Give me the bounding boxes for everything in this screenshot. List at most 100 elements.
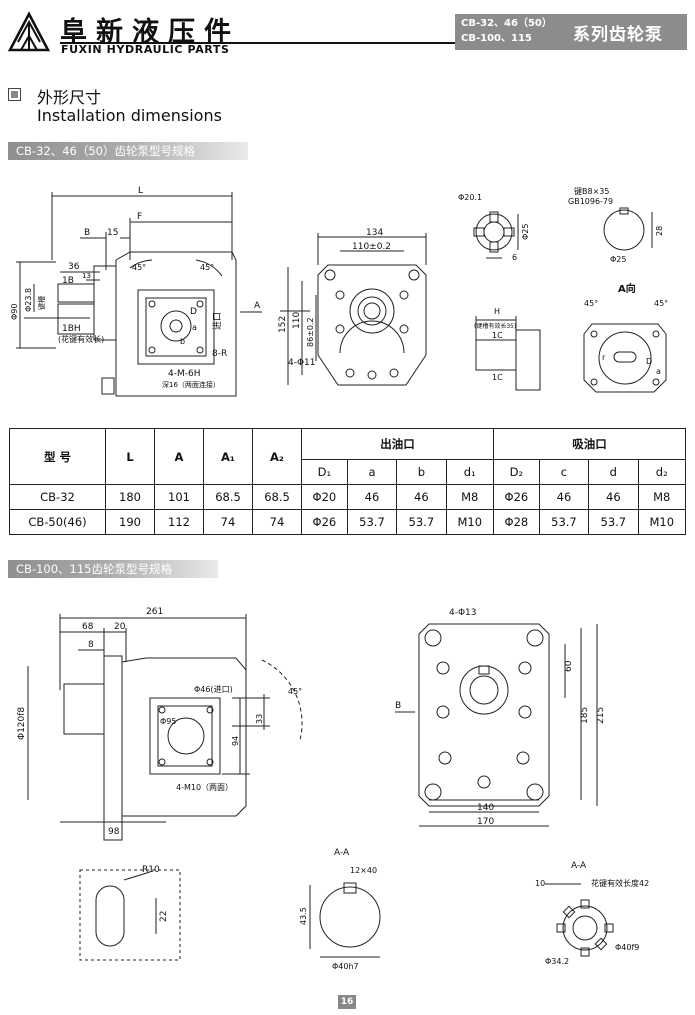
dim-20: 20 bbox=[114, 622, 126, 632]
label-a-view: a bbox=[656, 367, 661, 376]
drawing-cb100-front: 4-Φ13 60 185 215 140 170 B bbox=[395, 608, 606, 827]
view-A-title: A向 bbox=[618, 282, 636, 295]
spec-table: 型 号 L A A₁ A₂ 出油口 吸油口 D₁ a b d₁ D₂ c d d… bbox=[9, 428, 687, 535]
sub-b: b bbox=[396, 459, 447, 485]
cell: 53.7 bbox=[538, 509, 590, 535]
angle-45: 45° bbox=[288, 687, 302, 696]
dim-10: 10 bbox=[535, 879, 545, 888]
dim-phi23-8: Φ23.8 bbox=[24, 288, 33, 312]
dim-28: 28 bbox=[655, 226, 664, 236]
sub-a: a bbox=[346, 459, 398, 485]
label-b: b bbox=[180, 337, 185, 346]
cell: Φ26 bbox=[301, 509, 348, 535]
cell: 74 bbox=[203, 509, 253, 535]
key-12x40: 12×40 bbox=[350, 866, 377, 875]
dim-8: 8 bbox=[88, 640, 94, 650]
angle-45-left: 45° bbox=[584, 299, 598, 308]
dim-110-h: 110±0.2 bbox=[352, 242, 391, 252]
section-title-en: Installation dimensions bbox=[37, 106, 222, 125]
view-arrow-B: B bbox=[395, 701, 401, 711]
label-1B: 1B bbox=[62, 276, 74, 286]
cell: 46 bbox=[396, 484, 447, 510]
cell: M10 bbox=[445, 509, 494, 535]
cell: CB-50(46) bbox=[9, 509, 106, 535]
holes-4-phi13: 4-Φ13 bbox=[449, 608, 477, 618]
dim-phi95: Φ95 bbox=[160, 717, 176, 726]
section-AA-spline-title: A-A bbox=[571, 861, 587, 871]
cell: 112 bbox=[154, 509, 204, 535]
cell: 68.5 bbox=[252, 484, 302, 510]
cell: 46 bbox=[588, 484, 639, 510]
dim-phi40h7: Φ40h7 bbox=[332, 962, 359, 971]
dim-phi20-1: Φ20.1 bbox=[458, 193, 482, 202]
sub-d1: d₁ bbox=[445, 459, 494, 485]
table-row: CB-50(46) 190 112 74 74 Φ26 53.7 53.7 M1… bbox=[9, 509, 687, 535]
header-model: 型 号 bbox=[9, 428, 106, 485]
dim-H: H bbox=[494, 307, 500, 316]
label-D-view: D bbox=[646, 357, 652, 366]
label-1BH: 1BH bbox=[62, 324, 81, 334]
drawing-cb32-front: 134 110±0.2 152 110 86±0.2 4-Φ11 bbox=[278, 228, 427, 386]
dim-185: 185 bbox=[580, 707, 590, 724]
dim-15: 15 bbox=[107, 228, 118, 238]
drawing-cb100-side: 261 68 20 8 Φ120f8 Φ46(进口) Φ95 33 94 4-M… bbox=[17, 607, 303, 841]
dim-60: 60 bbox=[564, 660, 574, 672]
cell: 101 bbox=[154, 484, 204, 510]
cell: 68.5 bbox=[203, 484, 253, 510]
cell: CB-32 bbox=[9, 484, 106, 510]
dim-215: 215 bbox=[596, 707, 606, 724]
cell: M10 bbox=[637, 509, 687, 535]
logo-icon bbox=[7, 11, 51, 52]
sub-c: c bbox=[538, 459, 590, 485]
thread-note: 深16（两面连接） bbox=[162, 380, 220, 389]
section-square-icon bbox=[8, 88, 21, 101]
header-A: A bbox=[154, 428, 204, 485]
cell: M8 bbox=[637, 484, 687, 510]
spline-note: (花键有效长) bbox=[58, 334, 104, 344]
dim-8-R: 8-R bbox=[212, 349, 227, 359]
dim-68: 68 bbox=[82, 622, 94, 632]
inlet-label: 进口 bbox=[212, 312, 223, 330]
dim-phi40f9: Φ40f9 bbox=[615, 943, 639, 952]
dim-98: 98 bbox=[108, 827, 120, 837]
angle-45-left: 45° bbox=[132, 263, 146, 272]
dim-phi25: Φ25 bbox=[521, 224, 530, 240]
thread-4-M-6H: 4-M-6H bbox=[168, 369, 200, 379]
drawing-key-section: 键B8×35 GB1096-79 28 Φ25 bbox=[568, 186, 664, 264]
cell: Φ26 bbox=[492, 484, 540, 510]
sub-D1: D₁ bbox=[301, 459, 348, 485]
header-rule bbox=[60, 42, 455, 44]
dim-L: L bbox=[138, 186, 143, 196]
header-A2: A₂ bbox=[252, 428, 302, 485]
header-A1: A₁ bbox=[203, 428, 253, 485]
dim-110-v: 110 bbox=[292, 312, 302, 329]
drawing-shaft-end: H (键槽有效长35) 1C 1C bbox=[474, 307, 541, 391]
series-models: CB-32、46（50） CB-100、115 bbox=[461, 18, 552, 44]
header-L: L bbox=[105, 428, 155, 485]
angle-45-right: 45° bbox=[654, 299, 668, 308]
dim-134: 134 bbox=[366, 228, 383, 238]
brand-name-en: FUXIN HYDRAULIC PARTS bbox=[61, 43, 230, 56]
table-header-row: 型 号 L A A₁ A₂ 出油口 吸油口 bbox=[9, 428, 687, 485]
dim-86: 86±0.2 bbox=[306, 317, 315, 347]
spec-band-cb32: CB-32、46（50）齿轮泵型号规格 bbox=[8, 142, 248, 160]
inlet-phi46: Φ46(进口) bbox=[194, 685, 233, 694]
dim-22: 22 bbox=[159, 911, 169, 922]
dim-phi25-key: Φ25 bbox=[610, 255, 626, 264]
table-row: CB-32 180 101 68.5 68.5 Φ20 46 46 M8 Φ26… bbox=[9, 484, 687, 510]
label-D: D bbox=[190, 307, 197, 317]
label-r: r bbox=[602, 353, 606, 362]
drawing-slot-detail: R10 22 bbox=[79, 865, 181, 961]
cell: 74 bbox=[252, 509, 302, 535]
spec-band-cb100: CB-100、115齿轮泵型号规格 bbox=[8, 560, 218, 578]
dim-6: 6 bbox=[512, 253, 517, 262]
series-badge: CB-32、46（50） CB-100、115 系列齿轮泵 bbox=[455, 14, 687, 50]
page-number: 16 bbox=[338, 995, 356, 1009]
drawing-AA-spline: A-A 花键有效长度42 10 Φ34.2 Φ40f9 bbox=[535, 861, 649, 966]
dim-94: 94 bbox=[231, 736, 240, 746]
chamfer-1C-bottom: 1C bbox=[492, 373, 503, 382]
header-outlet: 出油口 bbox=[301, 428, 494, 460]
dim-B: B bbox=[84, 228, 90, 238]
cell: 53.7 bbox=[346, 509, 398, 535]
drawing-spline-section: Φ20.1 Φ25 6 bbox=[458, 193, 530, 262]
